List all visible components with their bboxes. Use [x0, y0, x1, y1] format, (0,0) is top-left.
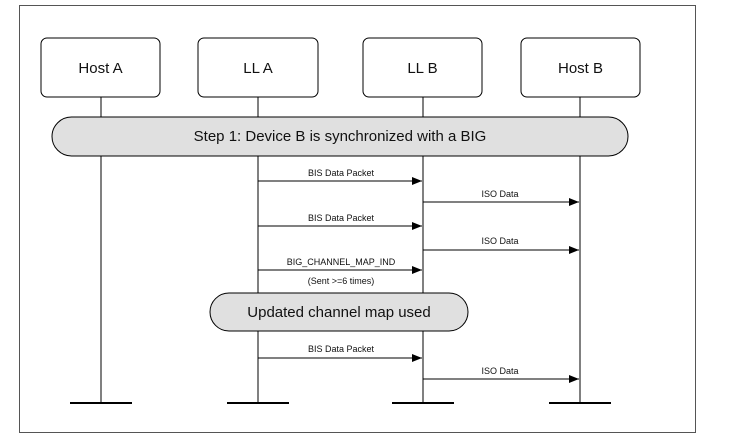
participant-label: LL B — [407, 60, 437, 77]
message-bis-data-packet-2: BIS Data Packet — [258, 213, 422, 230]
participant-ll-a: LL A — [197, 37, 319, 98]
message-bis-data-packet-3: BIS Data Packet — [258, 344, 422, 362]
message-note: (Sent >=6 times) — [308, 276, 375, 286]
participant-ll-b: LL B — [362, 37, 483, 98]
message-bis-data-packet-1: BIS Data Packet — [258, 168, 422, 185]
message-iso-data-3: ISO Data — [423, 366, 579, 383]
message-iso-data-2: ISO Data — [423, 236, 579, 254]
message-label: BIG_CHANNEL_MAP_IND — [287, 257, 396, 267]
message-label: ISO Data — [481, 236, 518, 246]
step-1-label: Step 1: Device B is synchronized with a … — [194, 128, 487, 145]
updated-channel-map-banner: Updated channel map used — [209, 292, 469, 332]
message-label: BIS Data Packet — [308, 344, 375, 354]
participant-label: LL A — [243, 60, 272, 77]
message-iso-data-1: ISO Data — [423, 189, 579, 206]
participant-label: Host B — [558, 60, 603, 77]
participant-label: Host A — [78, 60, 122, 77]
message-label: BIS Data Packet — [308, 213, 375, 223]
message-big-channel-map-ind: BIG_CHANNEL_MAP_IND (Sent >=6 times) — [258, 257, 422, 286]
message-label: BIS Data Packet — [308, 168, 375, 178]
participant-host-b: Host B — [520, 37, 641, 98]
updated-channel-map-label: Updated channel map used — [247, 304, 430, 321]
message-label: ISO Data — [481, 366, 518, 376]
diagram-frame — [19, 5, 696, 433]
message-label: ISO Data — [481, 189, 518, 199]
participant-host-a: Host A — [40, 37, 161, 98]
step-1-banner: Step 1: Device B is synchronized with a … — [51, 116, 629, 157]
